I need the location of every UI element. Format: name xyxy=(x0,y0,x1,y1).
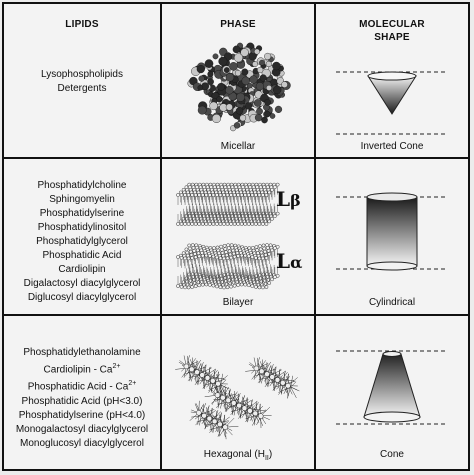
bilayer-stack-beta xyxy=(176,182,280,226)
cone-illustration xyxy=(336,350,448,425)
lipid-item: Phosphatidylglycerol xyxy=(36,236,128,247)
lipids-header-cell: LIPIDS Lysophospholipids Detergents xyxy=(4,4,162,159)
phase-caption-bilayer: Bilayer xyxy=(222,297,254,308)
phase-symbol-alpha: Lα xyxy=(276,249,303,273)
lipid-item-ca: Phosphatidic Acid - Ca2+ xyxy=(27,380,137,393)
shape-cell-cylindrical: Cylindrical xyxy=(316,159,468,316)
lipid-item: Monoglucosyl diacylglycerol xyxy=(20,437,144,449)
lipid-item: Digalactosyl diacylglycerol xyxy=(23,278,141,289)
lipid-item: Phosphatidylcholine xyxy=(37,180,127,191)
lipid-item: Phosphatidic Acid xyxy=(42,250,122,261)
phase-symbol-beta: Lβ xyxy=(276,187,301,211)
bilayer-stack-alpha xyxy=(176,243,280,290)
phase-header: PHASE xyxy=(220,19,256,30)
micelle-spheres xyxy=(187,42,291,132)
lipid-item: Lysophospholipids xyxy=(41,69,123,80)
hexagonal-illustration xyxy=(175,355,300,440)
phase-cell-hexagonal: Hexagonal (HII) xyxy=(162,316,316,469)
shape-header-cell: MOLECULAR SHAPE xyxy=(316,4,468,159)
lipid-item: Phosphatidylserine xyxy=(39,208,125,219)
cylinder-illustration xyxy=(336,192,448,271)
lipid-item: Phosphatidylserine (pH<4.0) xyxy=(18,409,146,421)
phase-caption-hexagonal: Hexagonal (HII) xyxy=(203,449,273,462)
lipids-list-micellar: Lysophospholipids Detergents xyxy=(4,68,160,96)
inverted-cone-illustration xyxy=(336,71,448,135)
micelle-illustration xyxy=(187,42,291,132)
shape-cell-cone: Cone xyxy=(316,316,468,469)
lipid-item: Monogalactosyl diacylglycerol xyxy=(15,423,149,435)
shape-caption-inverted-cone: Inverted Cone xyxy=(360,141,424,152)
lipid-phase-table: LIPIDS Lysophospholipids Detergents PHAS… xyxy=(2,2,470,471)
shape-caption-cone: Cone xyxy=(380,449,404,460)
lipid-item: Phosphatidylinositol xyxy=(37,222,127,233)
lipid-item: Cardiolipin xyxy=(58,264,106,275)
shape-header: MOLECULAR SHAPE xyxy=(316,18,468,44)
phase-caption-micellar: Micellar xyxy=(220,141,256,152)
shape-caption-cylindrical: Cylindrical xyxy=(368,297,416,308)
lipid-item: Diglucosyl diacylglycerol xyxy=(27,292,137,303)
lipid-item: Phosphatidic Acid (pH<3.0) xyxy=(21,395,143,407)
bilayer-illustration xyxy=(176,182,280,290)
lipid-item: Detergents xyxy=(57,83,107,94)
lipids-cell-hexagonal: Phosphatidylethanolamine Cardiolipin - C… xyxy=(4,316,162,469)
lipids-list-hexagonal: Phosphatidylethanolamine Cardiolipin - C… xyxy=(4,346,160,451)
lipid-item: Sphingomyelin xyxy=(49,194,115,205)
shape-header-line2: SHAPE xyxy=(374,32,410,43)
lipids-header: LIPIDS xyxy=(65,19,99,30)
phase-header-cell: PHASE Micellar xyxy=(162,4,316,159)
lipid-item: Phosphatidylethanolamine xyxy=(23,347,141,358)
lipids-list-bilayer: Phosphatidylcholine Sphingomyelin Phosph… xyxy=(4,179,160,305)
lipid-item-ca: Cardiolipin - Ca2+ xyxy=(43,363,121,376)
lipids-cell-bilayer: Phosphatidylcholine Sphingomyelin Phosph… xyxy=(4,159,162,316)
phase-cell-bilayer: Lβ Lα Bilayer xyxy=(162,159,316,316)
shape-header-line1: MOLECULAR xyxy=(359,19,425,30)
hexagonal-tubes xyxy=(175,355,300,440)
